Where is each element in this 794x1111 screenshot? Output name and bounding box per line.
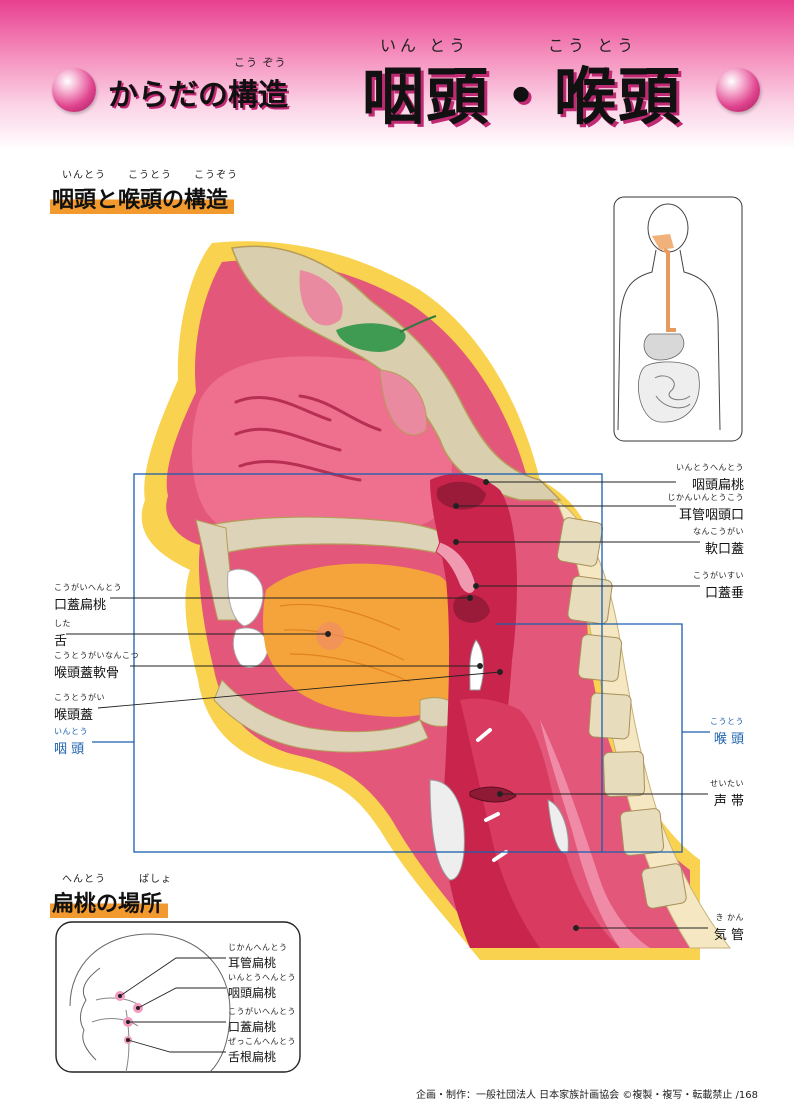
decorative-orb-right (716, 68, 760, 112)
vocal-cords (469, 786, 517, 803)
body-silhouette-inset (613, 196, 743, 442)
label-soft-palate: なんこうがい軟口蓋 (693, 527, 744, 557)
olfactory-structure (336, 323, 406, 352)
page-subtitle: からだの構造 (108, 78, 288, 113)
soft-palate (435, 541, 477, 594)
label-lingual-tonsil: ぜっこんへんとう舌根扁桃 (228, 1037, 296, 1064)
label-palatine-tonsil: こうがいへんとう口蓋扁桃 (54, 583, 122, 613)
label-inset-pharyngeal-tonsil: いんとうへんとう咽頭扁桃 (228, 973, 296, 1000)
epiglottis (469, 639, 484, 691)
tonsil-location-inset (55, 921, 301, 1073)
leader-lines-left (66, 595, 503, 709)
leader-lines-right (453, 479, 708, 931)
cervical-spine (554, 498, 732, 949)
section-tonsils-ruby: へんとう ばしょ (62, 874, 172, 885)
title-ruby-right: こう とう (548, 36, 638, 55)
label-inset-palatine-tonsil: こうがいへんとう口蓋扁桃 (228, 1007, 296, 1034)
thyroid-cartilage (429, 779, 465, 881)
label-pharynx: いんとう咽 頭 (54, 727, 88, 757)
larynx-bracket (496, 623, 710, 853)
label-uvula: こうがいすい口蓋垂 (693, 571, 744, 601)
label-pharyngeal-tonsil: いんとうへんとう咽頭扁桃 (676, 463, 744, 493)
label-tongue: した舌 (54, 619, 71, 649)
label-epiglottis: こうとうがい喉頭蓋 (54, 693, 105, 723)
footer-credit: 企画・制作：一般社団法人 日本家族計画協会 ©複製・複写・転載禁止 /168 (416, 1090, 758, 1101)
subtitle-ruby: こう ぞう (234, 56, 287, 69)
tongue (263, 563, 473, 717)
decorative-orb-left (52, 68, 96, 112)
larynx-trachea (460, 698, 620, 948)
label-eustachian-tube-opening: じかんいんとうこう耳管咽頭口 (667, 493, 745, 523)
section-structure-title: 咽頭と喉頭の構造 (50, 182, 235, 214)
label-tubal-tonsil: じかんへんとう耳管扁桃 (228, 943, 288, 970)
pharyngeal-tonsil (436, 481, 486, 510)
pharynx-bracket (92, 473, 603, 853)
label-trachea: き かん気 管 (713, 913, 744, 943)
header-banner (0, 0, 794, 150)
section-structure-ruby: いんとう こうとう こうぞう (62, 170, 238, 181)
palatine-tonsil (453, 594, 490, 623)
title-ruby-left: いん とう (380, 36, 470, 55)
label-epiglottic-cartilage: こうとうがいなんこつ喉頭蓋軟骨 (54, 651, 139, 681)
page-title: 咽頭・喉頭 (362, 60, 683, 133)
label-larynx: こうとう喉 頭 (710, 717, 744, 747)
mandible (213, 679, 429, 753)
label-vocal-cords: せいたい声 帯 (710, 779, 744, 809)
section-tonsils-title: 扁桃の場所 (50, 886, 169, 918)
